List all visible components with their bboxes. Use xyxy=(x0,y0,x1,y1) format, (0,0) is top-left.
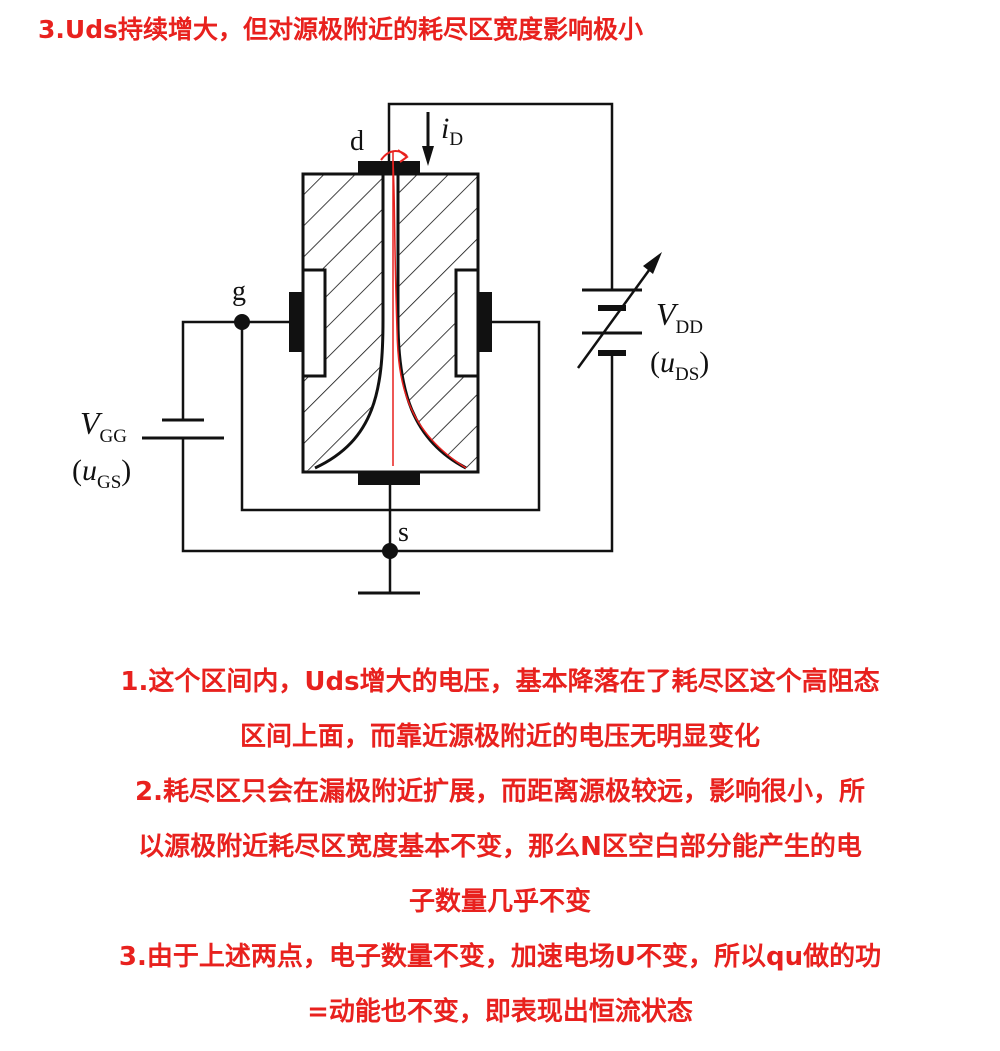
id-label: iD xyxy=(441,112,463,150)
source-node xyxy=(382,543,398,559)
gate-label: g xyxy=(232,276,246,307)
vdd-label: VDD xyxy=(656,296,703,338)
vgg-label: VGG xyxy=(80,405,127,447)
note-line: 子数量几乎不变 xyxy=(408,887,591,917)
note-line: 1.这个区间内，Uds增大的电压，基本降落在了耗尽区这个高阻态 xyxy=(120,667,880,697)
note-line: 以源极附近耗尽区宽度基本不变，那么N区空白部分能产生的电 xyxy=(138,832,862,862)
gate-contact-left xyxy=(289,292,302,352)
source-contact xyxy=(358,472,420,485)
note-line: 区间上面，而靠近源极附近的电压无明显变化 xyxy=(239,722,760,752)
gate-region-left xyxy=(301,268,327,378)
gate-region-right xyxy=(454,268,480,378)
vdd-variable-battery xyxy=(576,252,662,369)
drain-label: d xyxy=(350,126,364,157)
gate-node xyxy=(234,314,250,330)
circuit-wires xyxy=(181,102,614,593)
uds-label: (uDS) xyxy=(650,346,709,385)
jfet-circuit-diagram: d g s iD VDD (uDS) VGG (uGS) xyxy=(72,102,709,595)
gate-contact-right xyxy=(479,292,492,352)
page-title: 3.Uds持续增大，但对源极附近的耗尽区宽度影响极小 xyxy=(38,15,643,44)
note-line: 2.耗尽区只会在漏极附近扩展，而距离源极较远，影响很小，所 xyxy=(135,777,865,807)
explanation-notes: 1.这个区间内，Uds增大的电压，基本降落在了耗尽区这个高阻态 区间上面，而靠近… xyxy=(20,655,980,1040)
note-line: =动能也不变，即表现出恒流状态 xyxy=(307,997,693,1027)
drain-contact xyxy=(358,161,420,174)
source-label: s xyxy=(398,517,409,548)
pinch-off-mark xyxy=(380,149,409,163)
note-line: 3.由于上述两点，电子数量不变，加速电场U不变，所以qu做的功 xyxy=(118,942,882,972)
channel-edge-annotation xyxy=(392,160,467,469)
depletion-boundary-left xyxy=(314,174,385,470)
current-arrow xyxy=(422,112,434,166)
vgg-battery xyxy=(142,418,224,440)
ugs-label: (uGS) xyxy=(72,454,131,493)
